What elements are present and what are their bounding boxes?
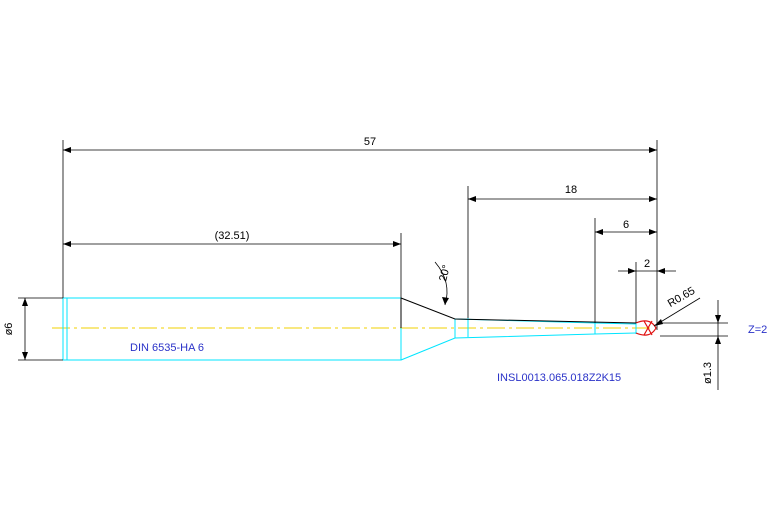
dim-reach-length: 6: [623, 219, 629, 231]
dim-neck-length: 18: [565, 184, 577, 196]
ball-tip: [635, 320, 657, 336]
dimension-lines: [18, 140, 728, 390]
dim-flute-length: 2: [644, 258, 650, 270]
dim-overall-length: 57: [364, 136, 376, 148]
taper-edge-dark: [400, 297, 637, 324]
label-part-number: INSL0013.065.018Z2K15: [497, 372, 621, 384]
dim-shank-diameter: ø6: [3, 323, 15, 336]
label-standard: DIN 6535-HA 6: [130, 342, 204, 354]
dim-shank-length: (32.51): [215, 230, 250, 242]
label-flutes: Z=2: [748, 324, 767, 336]
shank-body: [62, 297, 402, 361]
dim-taper-angle: 20°: [437, 264, 453, 283]
arrowheads: [22, 147, 721, 360]
dim-radius: R0.65: [666, 285, 697, 310]
taper-lower: [400, 332, 637, 361]
dim-neck-diameter: ø1.3: [702, 362, 714, 384]
